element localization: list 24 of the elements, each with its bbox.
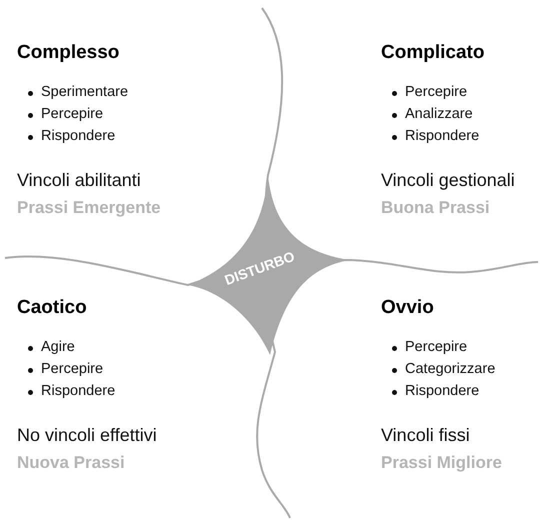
bullet-item: Percepire <box>405 339 468 355</box>
bullet-item: Categorizzare <box>405 361 496 377</box>
bullet-item: Sperimentare <box>41 84 128 100</box>
bullet-item: Rispondere <box>41 128 116 144</box>
practice-text: Buona Prassi <box>381 198 490 218</box>
quadrant-heading: Ovvio <box>381 297 434 319</box>
bullet-item: Percepire <box>41 361 104 377</box>
bullet-item: Rispondere <box>405 383 480 399</box>
quadrant-heading: Complicato <box>381 42 484 64</box>
quadrant-heading: Caotico <box>17 297 87 319</box>
bullet-item: Agire <box>41 339 75 355</box>
constraint-text: Vincoli fissi <box>381 425 470 446</box>
practice-text: Prassi Migliore <box>381 453 502 473</box>
constraint-text: Vincoli abilitanti <box>17 170 141 191</box>
constraint-text: Vincoli gestionali <box>381 170 515 191</box>
bullet-item: Percepire <box>41 106 104 122</box>
bullet-item: Rispondere <box>405 128 480 144</box>
practice-text: Nuova Prassi <box>17 453 125 473</box>
bullet-item: Rispondere <box>41 383 116 399</box>
constraint-text: No vincoli effettivi <box>17 425 157 446</box>
practice-text: Prassi Emergente <box>17 198 161 218</box>
quadrant-heading: Complesso <box>17 42 120 64</box>
bullet-item: Percepire <box>405 84 468 100</box>
bullet-item: Analizzare <box>405 106 473 122</box>
